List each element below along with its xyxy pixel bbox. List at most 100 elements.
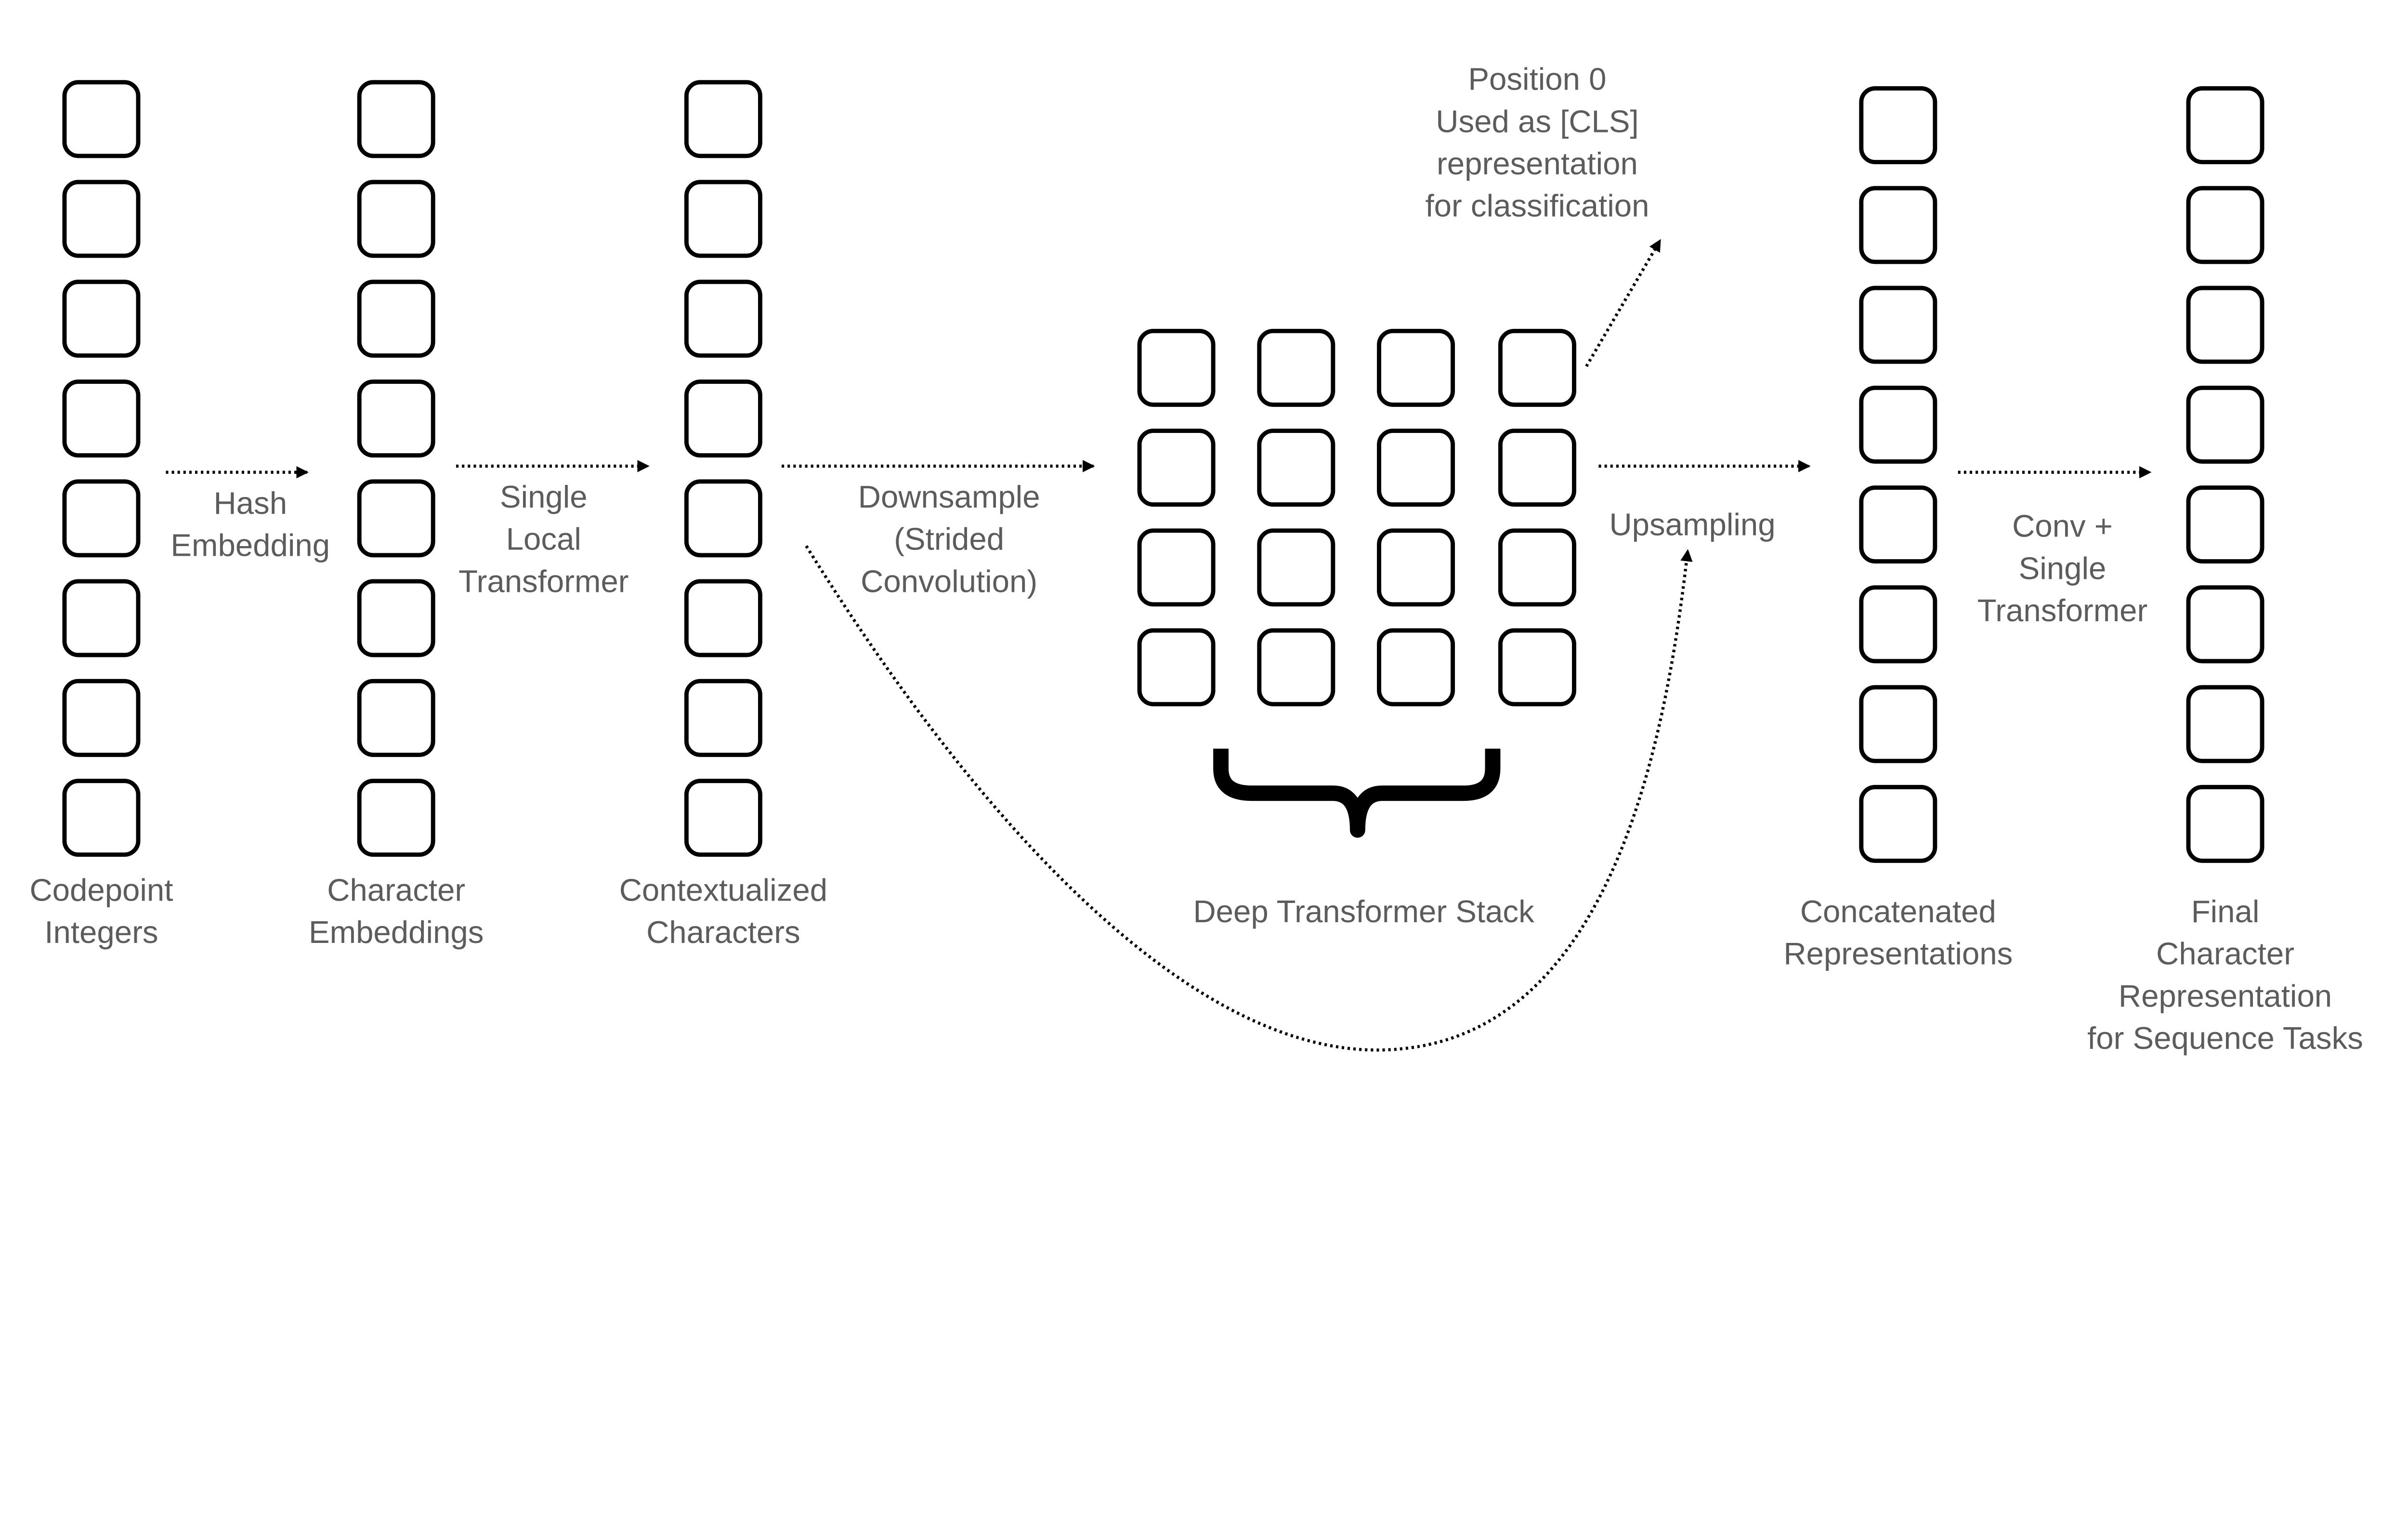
- codepoints-box: [62, 180, 141, 258]
- deep-stack-box: [1137, 628, 1216, 706]
- boxes: [62, 80, 2264, 863]
- final-box: [2186, 86, 2264, 165]
- final-label-line: Final: [2191, 894, 2260, 929]
- deep-stack-box: [1498, 328, 1576, 407]
- final-box: [2186, 385, 2264, 464]
- deep-stack-box: [1498, 628, 1576, 706]
- concatenated-box: [1859, 585, 1937, 664]
- cls-label: Position 0 Used as [CLS] representation for…: [1425, 62, 1649, 223]
- conv-transformer-label-line: Transformer: [1977, 593, 2147, 628]
- downsample-label-line: (Strided: [894, 522, 1004, 557]
- contextualized-box: [684, 279, 762, 358]
- contextualized-box: [684, 180, 762, 258]
- final-label-line: Character: [2156, 936, 2294, 971]
- concatenated-box: [1859, 86, 1937, 165]
- final-label-line: for Sequence Tasks: [2087, 1020, 2363, 1056]
- char-embeddings-box: [357, 379, 435, 458]
- concatenated-box: [1859, 485, 1937, 564]
- codepoints-box: [62, 679, 141, 757]
- upsampling-label: Upsampling: [1609, 507, 1775, 542]
- final-box: [2186, 585, 2264, 664]
- cls-label-line: Position 0: [1468, 62, 1606, 97]
- downsample-label-line: Convolution): [861, 563, 1037, 599]
- codepoints-label-line: Integers: [44, 915, 158, 950]
- deep-stack-box: [1377, 429, 1455, 507]
- downsample-label-line: Downsample: [858, 479, 1040, 514]
- hash-embedding-label-line: Hash: [213, 485, 287, 521]
- deep-stack-box: [1257, 528, 1335, 607]
- deep-stack-brace: [1213, 748, 1501, 838]
- cls-label-line: Used as [CLS]: [1436, 104, 1638, 139]
- codepoints-box: [62, 779, 141, 857]
- final-label-line: Representation: [2119, 978, 2332, 1013]
- deep-stack-box: [1137, 429, 1216, 507]
- deep-stack-box: [1257, 429, 1335, 507]
- codepoints-box: [62, 279, 141, 358]
- local-transformer-label-line: Local: [506, 522, 581, 557]
- char-embeddings-label-line: Character: [327, 872, 465, 907]
- final-box: [2186, 485, 2264, 564]
- contextualized-label-line: Contextualized: [619, 872, 827, 907]
- deep-stack-box: [1137, 328, 1216, 407]
- char-embeddings-box: [357, 579, 435, 657]
- char-embeddings-box: [357, 779, 435, 857]
- contextualized-label-line: Characters: [646, 915, 800, 950]
- conv-transformer-label-line: Single: [2019, 550, 2107, 586]
- concatenated-box: [1859, 685, 1937, 763]
- codepoints-box: [62, 479, 141, 558]
- local-transformer-label-line: Transformer: [458, 563, 628, 599]
- codepoints-box: [62, 379, 141, 458]
- char-embeddings-box: [357, 80, 435, 158]
- concatenated-box: [1859, 186, 1937, 264]
- local-transformer-label-line: Single: [500, 479, 588, 514]
- deep-stack-box: [1498, 528, 1576, 607]
- concatenated-box: [1859, 385, 1937, 464]
- contextualized-box: [684, 779, 762, 857]
- contextualized-box: [684, 80, 762, 158]
- char-embeddings-box: [357, 180, 435, 258]
- upsampling-label-line: Upsampling: [1609, 507, 1775, 542]
- hash-embedding-label-line: Embedding: [170, 527, 330, 562]
- deep-stack-box: [1498, 429, 1576, 507]
- contextualized-box: [684, 379, 762, 458]
- final-box: [2186, 186, 2264, 264]
- concatenated-box: [1859, 784, 1937, 863]
- contextualized-box: [684, 579, 762, 657]
- codepoints-box: [62, 579, 141, 657]
- char-embeddings-box: [357, 679, 435, 757]
- concatenated-label-line: Concatenated: [1800, 894, 1996, 929]
- cls-label-line: representation: [1437, 146, 1638, 181]
- codepoints-box: [62, 80, 141, 158]
- contextualized-box: [684, 479, 762, 558]
- cls-label-line: for classification: [1425, 188, 1649, 223]
- residual-skip-arrow: [805, 545, 1693, 1052]
- deep-stack-box: [1257, 328, 1335, 407]
- char-embeddings-box: [357, 279, 435, 358]
- final-box: [2186, 685, 2264, 763]
- deep-stack-label: Deep Transformer Stack: [1193, 894, 1534, 929]
- concatenated-label-line: Representations: [1783, 936, 2013, 971]
- deep-stack-box: [1377, 528, 1455, 607]
- final-box: [2186, 784, 2264, 863]
- conv-transformer-label-line: Conv +: [2012, 509, 2113, 544]
- char-embeddings-label-line: Embeddings: [309, 915, 484, 950]
- contextualized-box: [684, 679, 762, 757]
- char-embeddings-box: [357, 479, 435, 558]
- concatenated-box: [1859, 286, 1937, 364]
- deep-stack-box: [1377, 328, 1455, 407]
- deep-stack-box: [1257, 628, 1335, 706]
- deep-stack-box: [1137, 528, 1216, 607]
- final-box: [2186, 286, 2264, 364]
- codepoints-label-line: Codepoint: [29, 872, 173, 907]
